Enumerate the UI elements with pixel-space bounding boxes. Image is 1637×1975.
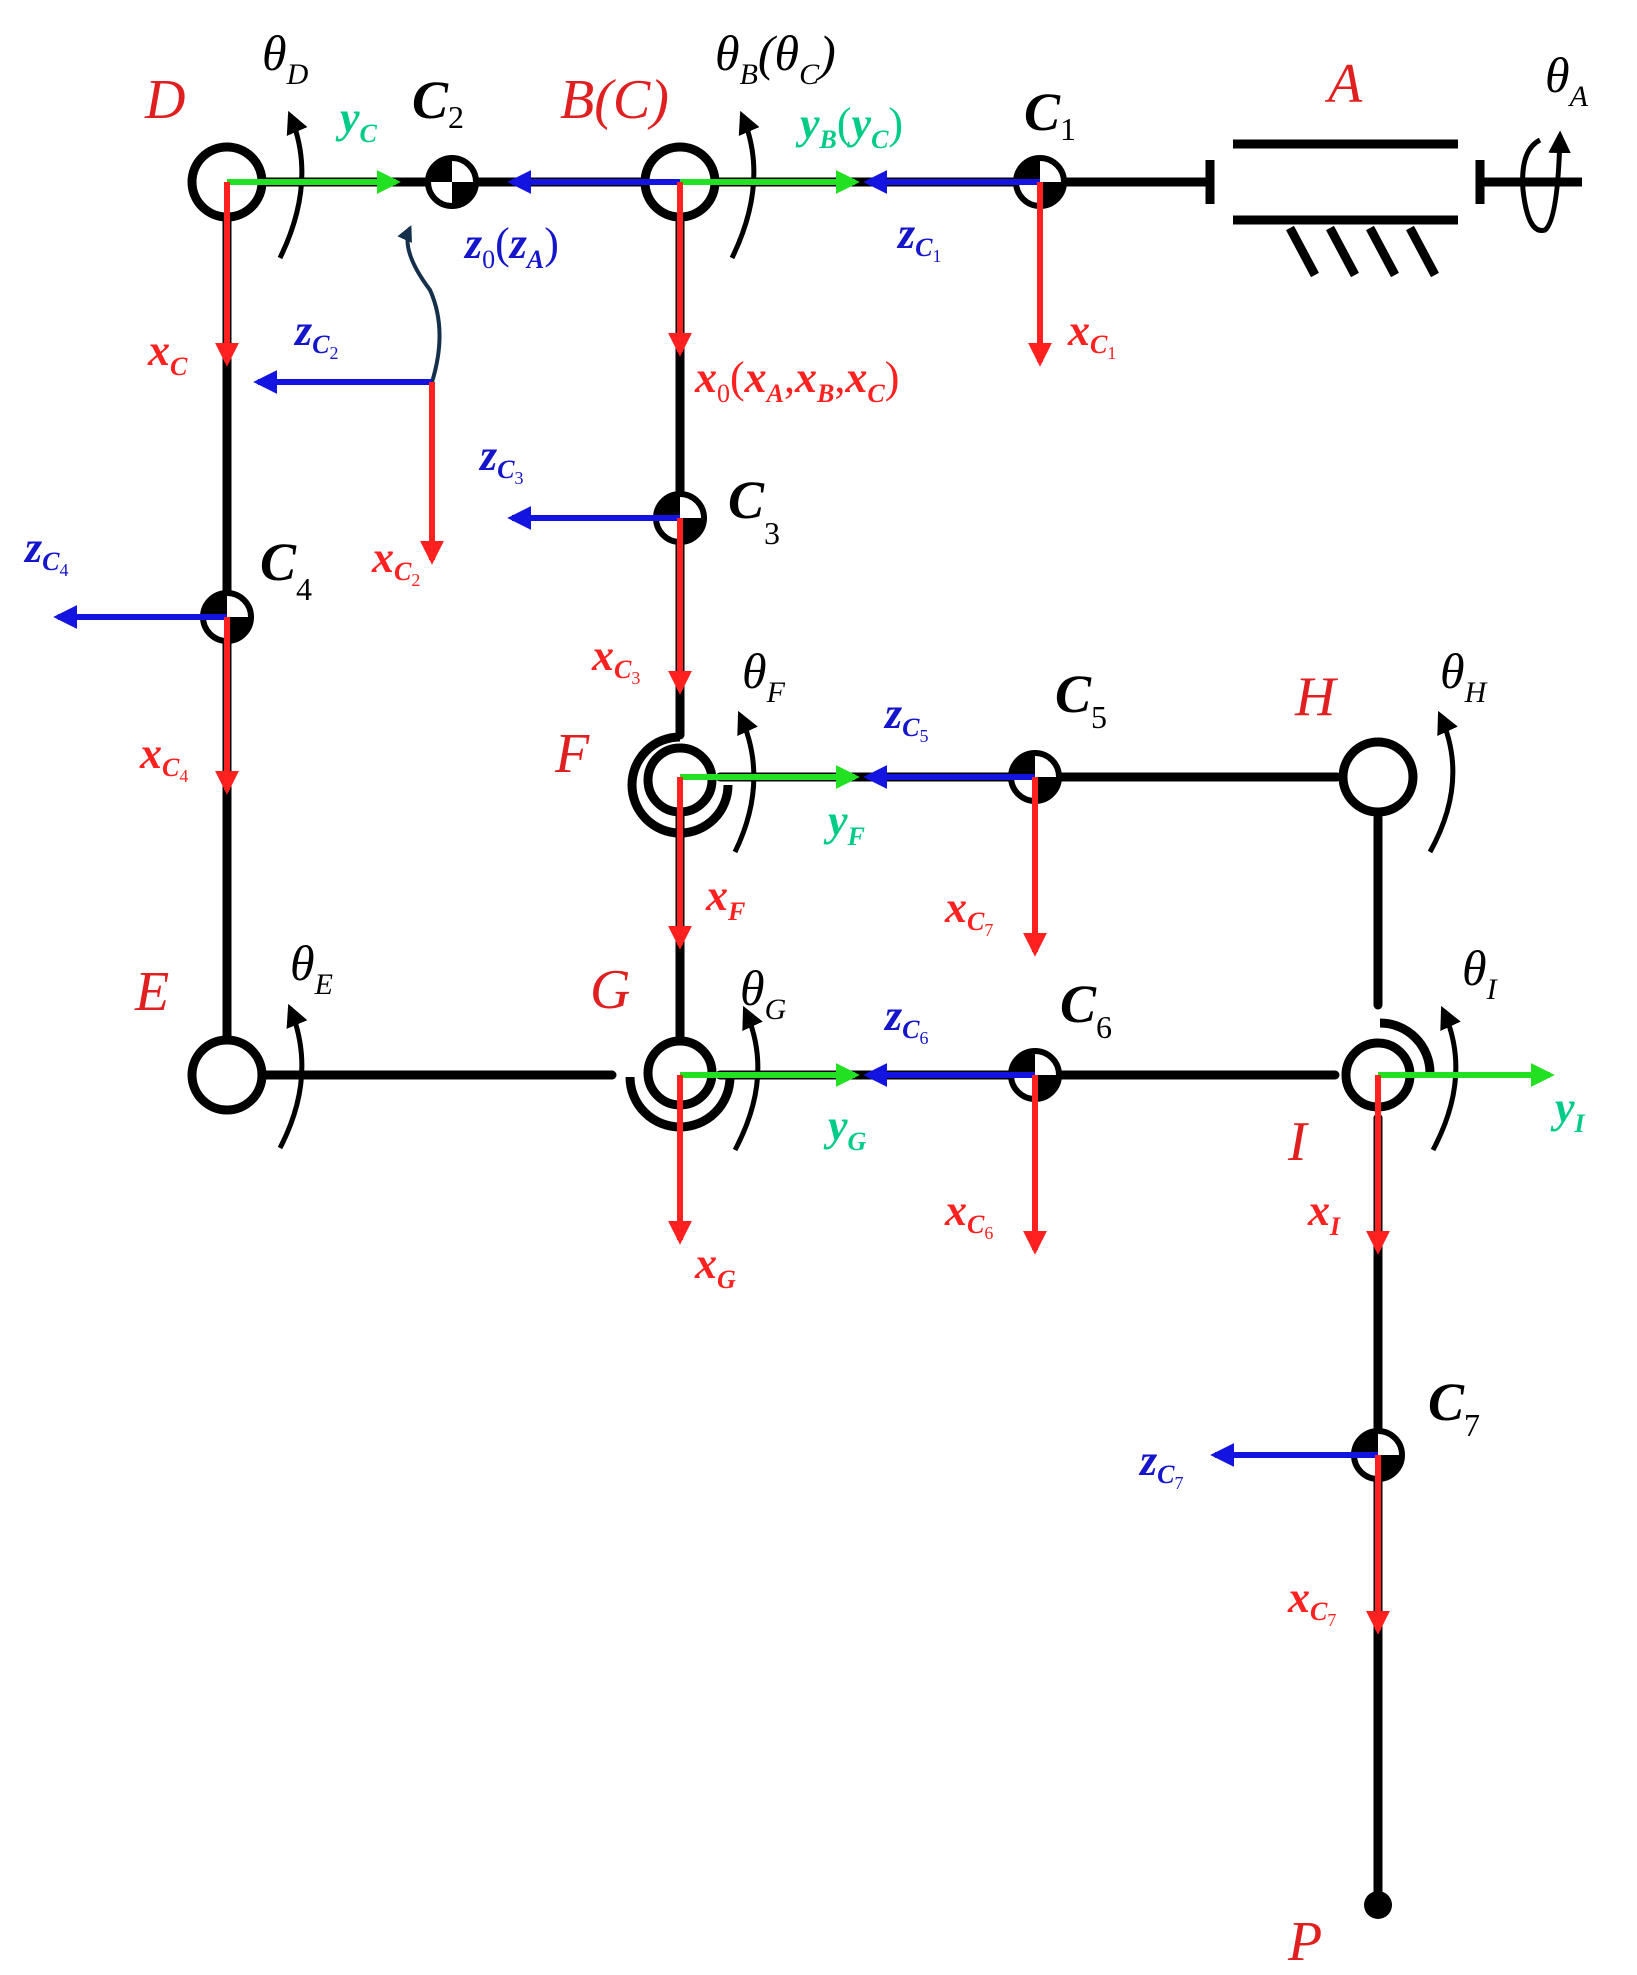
theta-label-D: θD bbox=[262, 25, 309, 91]
joint-I-symbol bbox=[1341, 1018, 1435, 1112]
com-C2-symbol bbox=[425, 155, 479, 209]
leader-line-z0-to-C2 bbox=[397, 225, 442, 383]
com-label-C4: C4 bbox=[260, 532, 312, 607]
theta-label-H: θH bbox=[1440, 643, 1489, 709]
joint-label-BC: B(C) bbox=[560, 69, 669, 131]
rotation-I-arrow bbox=[1430, 1005, 1461, 1152]
joint-label-E: E bbox=[134, 961, 169, 1023]
axis-label-z0: z0(zA) bbox=[463, 219, 559, 274]
com-label-C7: C7 bbox=[1428, 1372, 1480, 1443]
joint-E-symbol bbox=[187, 1035, 267, 1115]
axis-label-yF: yF bbox=[823, 796, 865, 851]
com-label-C5: C5 bbox=[1055, 664, 1107, 735]
axis-label-yB: yB(yC) bbox=[795, 99, 903, 154]
axis-label-xC: xC bbox=[147, 326, 188, 381]
rotation-A-arrow bbox=[1520, 130, 1571, 233]
joint-H-symbol bbox=[1338, 737, 1418, 817]
theta-label-G: θG bbox=[740, 960, 787, 1026]
joint-label-G: G bbox=[590, 959, 630, 1021]
axis-label-zC6: zC6 bbox=[883, 991, 928, 1048]
rotation-F-arrow bbox=[732, 710, 758, 854]
theta-label-I: θI bbox=[1462, 940, 1499, 1006]
rotation-E-arrow bbox=[277, 1003, 308, 1150]
axis-label-xG: xG bbox=[694, 1239, 736, 1294]
axis-label-zC7: zC7 bbox=[1138, 1436, 1183, 1493]
axis-label-xC5: xC7 bbox=[944, 883, 993, 940]
axis-label-zC1: zC1 bbox=[896, 209, 941, 266]
joint-label-I: I bbox=[1287, 1111, 1309, 1173]
axis-label-xC2: xC2 bbox=[371, 533, 420, 590]
joint-label-H: H bbox=[1294, 666, 1338, 728]
rotation-H-arrow bbox=[1427, 710, 1458, 854]
joint-A-bearing-symbol bbox=[1205, 139, 1582, 278]
axis-label-xC1: xC1 bbox=[1067, 306, 1116, 363]
axis-label-yC: yC bbox=[335, 93, 378, 148]
axis-label-zC2: zC2 bbox=[293, 306, 338, 363]
axis-label-xI: xI bbox=[1307, 1186, 1341, 1241]
rotation-G-arrow bbox=[732, 1005, 763, 1152]
axis-label-xC3: xC3 bbox=[591, 631, 640, 688]
axis-label-xC6: xC6 bbox=[944, 1186, 993, 1243]
joint-label-P: P bbox=[1287, 1911, 1322, 1973]
axis-label-yG: yG bbox=[823, 1101, 867, 1156]
rotation-arrows bbox=[277, 110, 1571, 1152]
axis-label-zC3: zC3 bbox=[478, 431, 523, 488]
axis-label-zC4: zC4 bbox=[23, 523, 68, 580]
links bbox=[222, 177, 1383, 1905]
axis-label-xC4: xC4 bbox=[139, 729, 188, 786]
axis-label-yI: yI bbox=[1550, 1083, 1586, 1138]
point-P-dot bbox=[1364, 1891, 1392, 1919]
theta-label-E: θE bbox=[290, 935, 333, 1001]
joint-label-A: A bbox=[1324, 53, 1363, 115]
theta-label-BC: θB(θC) bbox=[715, 25, 836, 91]
com-label-C6: C6 bbox=[1060, 974, 1112, 1045]
axis-label-zC5: zC5 bbox=[883, 689, 928, 746]
axis-label-xF: xF bbox=[705, 871, 745, 926]
theta-label-F: θF bbox=[742, 643, 786, 709]
joint-label-F: F bbox=[554, 723, 590, 785]
com-label-C3: C3 bbox=[728, 470, 780, 551]
axis-label-xC7: xC7 bbox=[1287, 1573, 1336, 1630]
theta-label-A: θA bbox=[1545, 47, 1589, 113]
joint-label-D: D bbox=[144, 69, 185, 131]
axes bbox=[53, 170, 1555, 1635]
com-label-C1: C1 bbox=[1024, 82, 1076, 147]
axis-label-x0: x0(xA,xB,xC) bbox=[694, 353, 899, 408]
com-label-C2: C2 bbox=[412, 70, 464, 135]
